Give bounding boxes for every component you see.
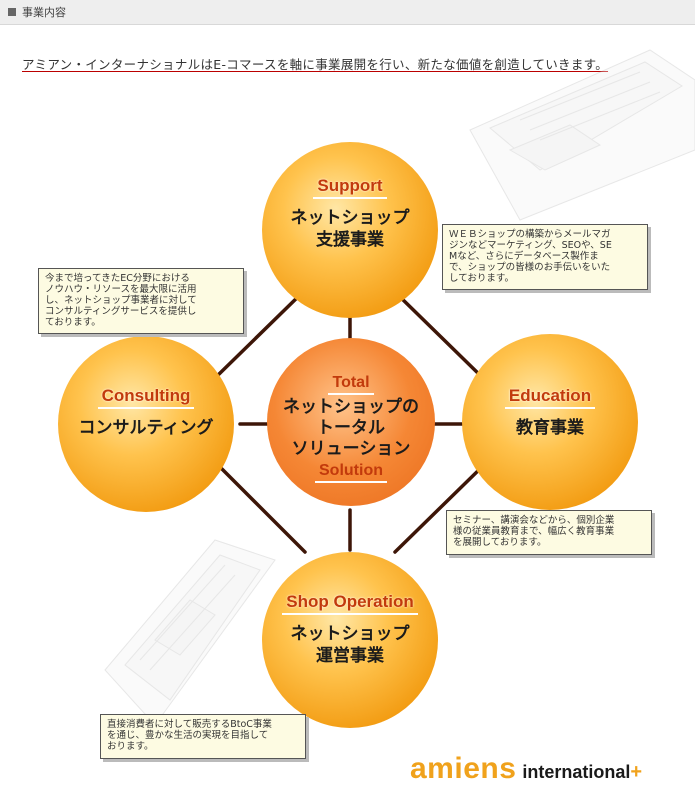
laptop-image-top-right — [469, 49, 695, 221]
center-top-label: Total — [328, 374, 374, 395]
breadcrumb: 事業内容 — [22, 6, 66, 19]
connector-support-consulting — [213, 288, 307, 380]
connector-consulting-operation — [213, 460, 307, 554]
breadcrumb-bullet-icon — [8, 8, 16, 16]
shop-operation-note-line: 直接消費者に対して販売するBtoC事業 — [107, 719, 272, 730]
logo-word: amiens — [410, 752, 517, 785]
connector-support-education — [393, 290, 487, 382]
center-title-line1: ネットショップの — [283, 397, 419, 417]
shop-operation-circle[interactable]: Shop Operation ネットショップ 運営事業 — [262, 552, 438, 728]
consulting-note-line: ノウハウ・リソースを最大限に活用 — [45, 284, 197, 295]
consulting-note-line: し、ネットショップ事業者に対して — [45, 295, 197, 306]
shop-operation-note-line: おります。 — [107, 741, 154, 752]
consulting-note-line: ております。 — [45, 317, 101, 328]
shop-operation-title-line2: 運営事業 — [316, 646, 384, 666]
laptop-image-bottom-left — [104, 539, 276, 726]
education-note-line: セミナー、講演会などから、個別企業 — [453, 515, 615, 526]
support-note-line: しております。 — [449, 273, 514, 284]
education-note-line: を展開しております。 — [453, 537, 547, 548]
education-note-line: 様の従業員教育まで、幅広く教育事業 — [453, 526, 615, 537]
shop-operation-label: Shop Operation — [282, 592, 418, 615]
education-circle[interactable]: Education 教育事業 — [462, 334, 638, 510]
support-circle[interactable]: Support ネットショップ 支援事業 — [262, 142, 438, 318]
education-label: Education — [504, 386, 596, 409]
center-title-line2: トータル — [317, 418, 385, 438]
center-bottom-label: Solution — [315, 462, 387, 483]
education-note: セミナー、講演会などから、個別企業 様の従業員教育まで、幅広く教育事業 を展開し… — [446, 510, 652, 555]
connector-education-operation — [393, 460, 489, 554]
shop-operation-note: 直接消費者に対して販売するBtoC事業 を通じ、豊かな生活の実現を目指して おり… — [100, 714, 306, 759]
logo-suffix: international — [522, 762, 631, 782]
consulting-circle[interactable]: Consulting コンサルティング — [58, 336, 234, 512]
shop-operation-title-line1: ネットショップ — [290, 624, 410, 644]
breadcrumb-bar: 事業内容 — [0, 0, 695, 25]
support-title-line2: 支援事業 — [316, 230, 384, 250]
support-note-line: ジンなどマーケティング、SEOや、SE — [449, 240, 612, 251]
center-title-line3: ソリューション — [291, 439, 411, 459]
education-title-line1: 教育事業 — [516, 418, 584, 438]
support-note-line: で、ショップの皆様のお手伝いをいた — [449, 262, 611, 273]
center-circle[interactable]: Total ネットショップの トータル ソリューション Solution — [267, 338, 435, 506]
support-note: ＷＥＢショップの構築からメールマガ ジンなどマーケティング、SEOや、SE Mな… — [442, 224, 648, 290]
consulting-label: Consulting — [97, 386, 195, 409]
shop-operation-note-line: を通じ、豊かな生活の実現を目指して — [107, 730, 269, 741]
support-note-line: ＷＥＢショップの構築からメールマガ — [449, 229, 611, 240]
support-label: Support — [313, 176, 387, 199]
consulting-note: 今まで培ってきたEC分野における ノウハウ・リソースを最大限に活用 し、ネットシ… — [38, 268, 244, 334]
consulting-note-line: 今まで培ってきたEC分野における — [45, 273, 190, 284]
consulting-title-line1: コンサルティング — [78, 418, 214, 438]
support-title-line1: ネットショップ — [290, 208, 410, 228]
page-headline: アミアン・インターナショナルはE-コマースを軸に事業展開を行い、新たな価値を創造… — [22, 57, 609, 72]
support-note-line: Mなど、さらにデータベース製作ま — [449, 251, 599, 262]
consulting-note-line: コンサルティングサービスを提供し — [45, 306, 197, 317]
logo-plus-icon: + — [630, 761, 643, 783]
